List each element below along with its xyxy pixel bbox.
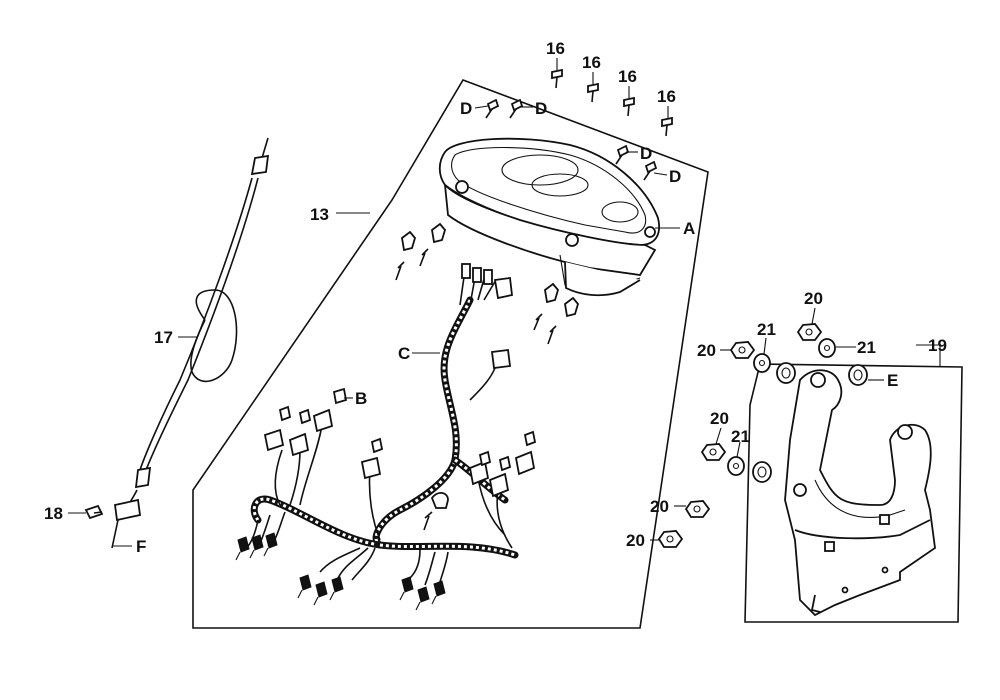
label-20: 20 bbox=[804, 289, 823, 308]
label-16: 16 bbox=[657, 87, 676, 106]
bolt-18 bbox=[84, 504, 104, 520]
label-20: 20 bbox=[626, 531, 645, 550]
label-21: 21 bbox=[731, 427, 750, 446]
label-20: 20 bbox=[650, 497, 669, 516]
label-f: F bbox=[136, 537, 146, 556]
rubber-grommet bbox=[752, 362, 868, 483]
label-c: C bbox=[398, 344, 410, 363]
label-17: 17 bbox=[154, 328, 173, 347]
bulb-socket bbox=[401, 222, 580, 318]
label-18: 18 bbox=[44, 504, 63, 523]
bulb bbox=[395, 248, 557, 345]
instrument-cluster bbox=[438, 137, 660, 297]
meter-bracket bbox=[784, 369, 936, 617]
label-21: 21 bbox=[857, 338, 876, 357]
label-a: A bbox=[683, 219, 695, 238]
label-d: D bbox=[535, 99, 547, 118]
label-d: D bbox=[669, 167, 681, 186]
screw-16 bbox=[551, 68, 673, 137]
wire-harness bbox=[244, 263, 519, 589]
label-16: 16 bbox=[618, 67, 637, 86]
label-20: 20 bbox=[710, 409, 729, 428]
label-19: 19 bbox=[928, 336, 947, 355]
screw bbox=[423, 511, 433, 531]
label-16: 16 bbox=[546, 39, 565, 58]
speedometer-cable bbox=[111, 137, 270, 549]
label-d: D bbox=[460, 99, 472, 118]
nut-20 bbox=[657, 323, 823, 548]
label-20: 20 bbox=[697, 341, 716, 360]
label-d: D bbox=[640, 144, 652, 163]
leader-lines bbox=[68, 58, 941, 547]
label-13: 13 bbox=[310, 205, 329, 224]
assembly-13-outline bbox=[192, 79, 709, 629]
label-e: E bbox=[887, 371, 898, 390]
label-16: 16 bbox=[582, 53, 601, 72]
terminal-bulb bbox=[235, 532, 446, 611]
harness-socket bbox=[263, 387, 537, 498]
label-b: B bbox=[355, 389, 367, 408]
washer-21 bbox=[727, 338, 836, 476]
label-21: 21 bbox=[757, 320, 776, 339]
